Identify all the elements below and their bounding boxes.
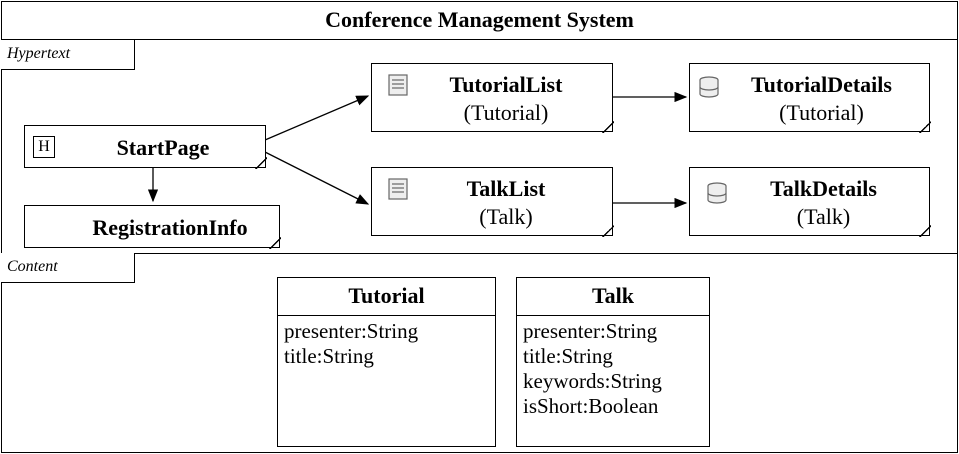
talk-list-type: (Talk) [479, 204, 533, 229]
tutorial-details-node[interactable]: TutorialDetails (Tutorial) [689, 63, 931, 133]
tutorial-attribute: presenter:String [284, 319, 419, 343]
tutorial-list-type: (Tutorial) [463, 100, 549, 125]
list-page-icon [388, 74, 408, 96]
content-section-label: Content [1, 253, 135, 283]
tutorial-details-type: (Tutorial) [779, 100, 864, 125]
arrow-start-to-tutoriallist [264, 95, 370, 141]
home-marker: H [33, 136, 55, 158]
talk-attribute: keywords:String [523, 369, 662, 393]
section-divider [1, 253, 958, 254]
hypertext-section-label: Hypertext [1, 40, 135, 70]
registration-info-label: RegistrationInfo [92, 215, 248, 240]
talk-list-label: TalkList [466, 176, 546, 201]
talk-details-type: (Talk) [796, 204, 851, 229]
tutorial-attribute: title:String [284, 344, 374, 368]
talk-attribute: presenter:String [523, 319, 658, 343]
tutorial-class-name: Tutorial [278, 278, 495, 316]
talk-details-node[interactable]: TalkDetails (Talk) [689, 167, 931, 237]
talk-details-label: TalkDetails [770, 176, 877, 201]
tutorial-list-node[interactable]: TutorialList (Tutorial) [371, 63, 614, 133]
database-icon [699, 76, 719, 98]
diagram-title: Conference Management System [1, 1, 958, 40]
tutorial-class: Tutorial presenter:String title:String [277, 277, 496, 447]
talk-list-node[interactable]: TalkList (Talk) [371, 167, 614, 237]
talk-class-name: Talk [517, 278, 709, 316]
talk-attribute: isShort:Boolean [523, 394, 659, 418]
start-page-node[interactable]: H StartPage [24, 125, 267, 169]
registration-info-node[interactable]: RegistrationInfo [24, 205, 281, 249]
arrow-start-to-talklist [264, 151, 370, 205]
start-page-label: StartPage [116, 135, 210, 160]
tutorial-list-label: TutorialList [449, 72, 563, 97]
talk-class: Talk presenter:String title:String keywo… [516, 277, 710, 447]
talk-attribute: title:String [523, 344, 613, 368]
database-icon [707, 182, 727, 204]
list-page-icon [388, 178, 408, 200]
tutorial-details-label: TutorialDetails [751, 72, 892, 97]
